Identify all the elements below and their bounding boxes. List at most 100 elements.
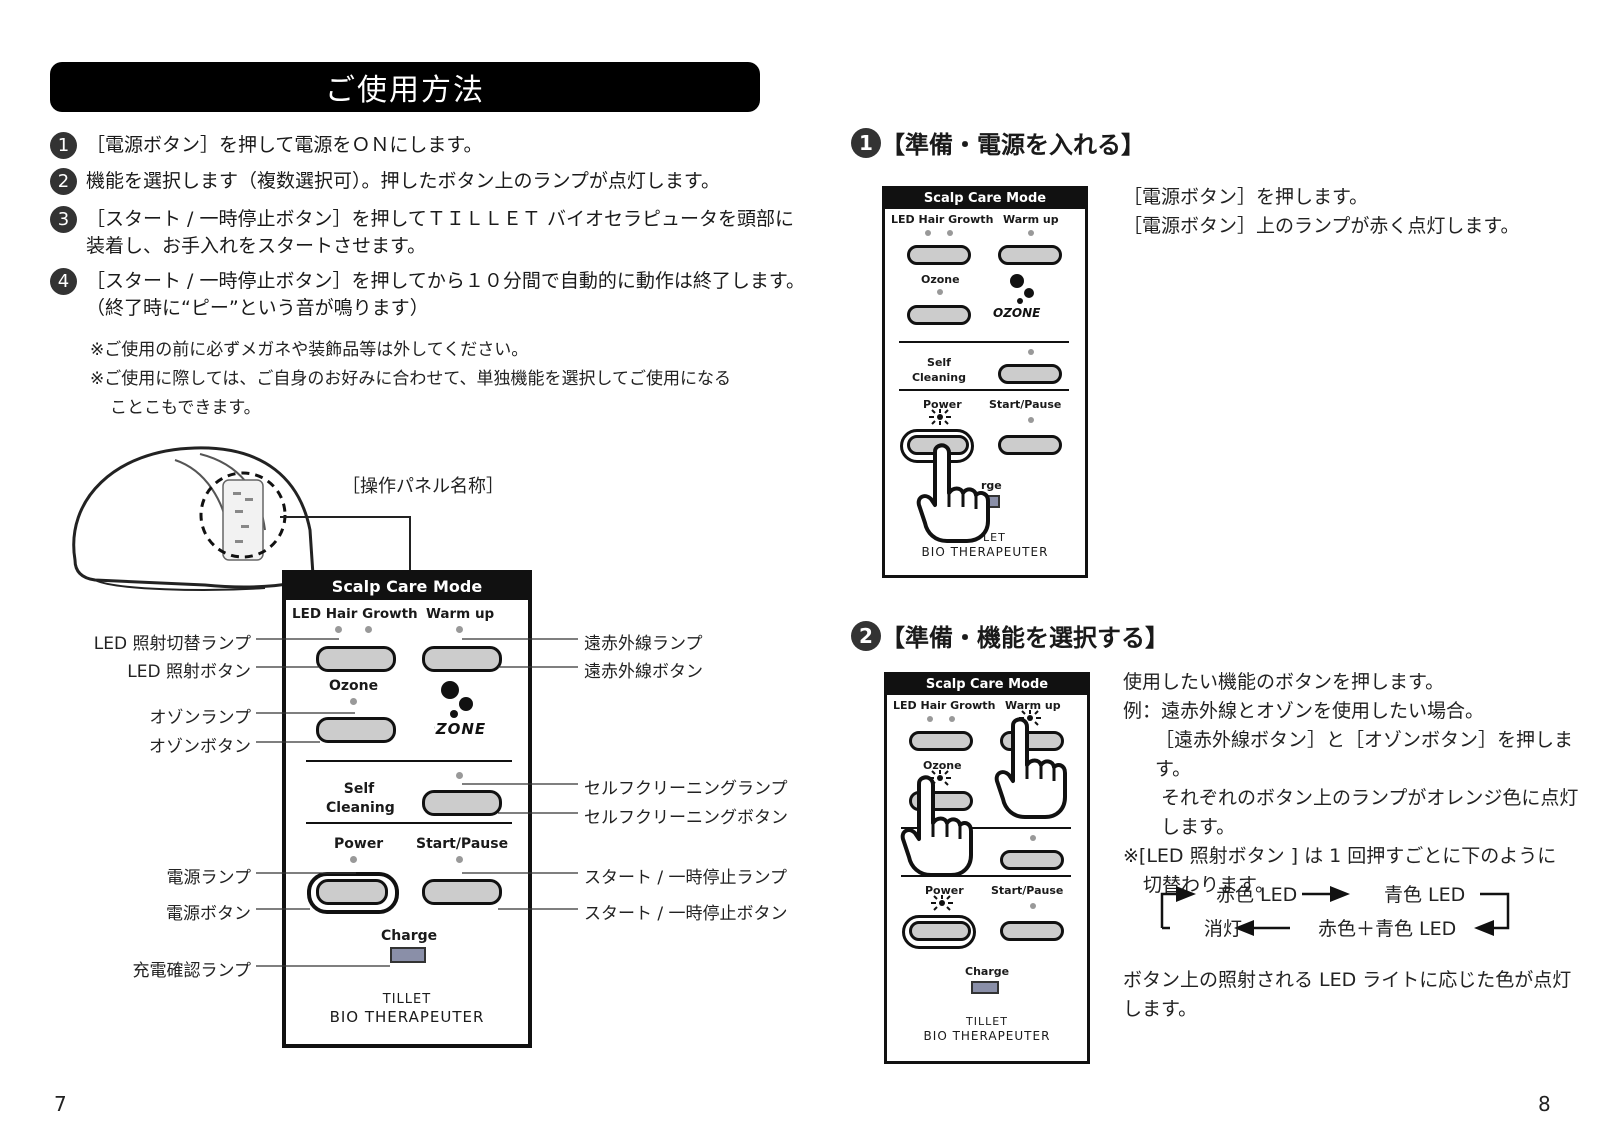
ozone-lamp <box>937 289 943 295</box>
step-text: ［電源ボタン］を押して電源をＯＮにします。 <box>86 134 483 156</box>
power-label: Power <box>925 884 964 897</box>
ozone-label: Ozone <box>921 273 960 286</box>
ozone-logo-icon: OZONE <box>993 274 1041 320</box>
led-hair-growth-label: LED Hair Growth <box>891 213 994 226</box>
start-pause-lamp <box>1030 903 1036 909</box>
cleaning-label: Cleaning <box>911 371 967 384</box>
label-power-button: 電源ボタン <box>166 904 251 924</box>
label-start-pause-lamp: スタート / 一時停止ランプ <box>584 868 788 888</box>
label-led-switch-lamp: LED 照射切替ランプ <box>93 634 251 654</box>
warm-up-label: Warm up <box>426 606 495 622</box>
label-warm-lamp: 遠赤外線ランプ <box>584 634 703 654</box>
ozone-logo-icon: OZONE <box>434 681 486 738</box>
footer-line: ボタン上の照射される LED ライトに応じた色が点灯 <box>1123 969 1572 991</box>
self-cleaning-lamp <box>456 772 463 779</box>
section-2-line: 切替わります。 <box>1143 874 1275 896</box>
divider <box>306 822 512 824</box>
led-lamp-blue <box>949 716 955 722</box>
power-button[interactable] <box>316 879 388 905</box>
power-label: Power <box>334 836 384 852</box>
start-pause-button[interactable] <box>422 879 502 905</box>
led-button[interactable] <box>909 731 973 751</box>
section-title: 【準備・電源を入れる】 <box>881 131 1145 159</box>
power-label: Power <box>923 398 962 411</box>
brand-tillet-partial: LET <box>983 531 1006 544</box>
charge-lamp <box>390 947 426 963</box>
brand-bio-therapeuter: BIO THERAPEUTER <box>921 545 1049 559</box>
power-button[interactable] <box>909 921 971 941</box>
start-pause-lamp <box>456 856 463 863</box>
footer-text: ボタン上の照射される LED ライトに応じた色が点灯 します。 <box>1123 966 1571 1024</box>
note-1: ※ご使用の前に必ずメガネや装飾品等は外してください。 <box>90 340 529 360</box>
section-2-line: します。 <box>1161 816 1236 838</box>
led-lamp-blue <box>365 626 372 633</box>
charge-label-partial: rge <box>981 479 1002 492</box>
step-number: 2 <box>50 168 77 195</box>
step-text-line: ［スタート / 一時停止ボタン］を押してＴＩＬＬＥＴ バイオセラピュータを頭部に <box>86 208 794 230</box>
section-2-line: 使用したい機能のボタンを押します。 <box>1123 671 1445 693</box>
lit-lamp-icon <box>931 895 953 911</box>
led-button[interactable] <box>316 646 396 672</box>
section-2-heading: 2 【準備・機能を選択する】 <box>851 618 1169 653</box>
label-start-pause-button: スタート / 一時停止ボタン <box>584 904 788 924</box>
ozone-button[interactable] <box>316 717 396 743</box>
label-self-cleaning-lamp: セルフクリーニングランプ <box>584 779 788 799</box>
brand-tillet: TILLET <box>966 1015 1008 1028</box>
section-1-text: ［電源ボタン］を押します。 ［電源ボタン］上のランプが赤く点灯します。 <box>1123 183 1520 241</box>
panel-caption: ［操作パネル名称］ <box>342 476 504 497</box>
control-panel: Scalp Care Mode LED Hair Growth Warm up … <box>282 570 532 1048</box>
self-cleaning-button[interactable] <box>998 364 1062 384</box>
warm-up-button[interactable] <box>422 646 502 672</box>
note-3: ことこもできます。 <box>110 398 261 418</box>
self-cleaning-button[interactable] <box>422 790 502 816</box>
self-cleaning-lamp <box>1030 835 1036 841</box>
label-power-lamp: 電源ランプ <box>166 868 252 888</box>
divider <box>899 389 1069 391</box>
ozone-lamp <box>350 698 357 705</box>
step-3: 3 ［スタート / 一時停止ボタン］を押してＴＩＬＬＥＴ バイオセラピュータを頭… <box>50 206 794 260</box>
ozone-label: Ozone <box>329 678 379 694</box>
step-text-line: （終了時に“ピー”という音が鳴ります） <box>86 297 429 319</box>
brand-bio-therapeuter: BIO THERAPEUTER <box>923 1029 1051 1043</box>
section-1-line: ［電源ボタン］を押します。 <box>1123 186 1369 208</box>
led-cycle-diagram <box>1160 886 1510 936</box>
divider <box>901 827 1071 829</box>
label-charge-lamp: 充電確認ランプ <box>132 961 252 981</box>
led-hair-growth-label: LED Hair Growth <box>893 699 996 712</box>
step-text-line: 装着し、お手入れをスタートさせます。 <box>86 235 427 257</box>
panel-header: Scalp Care Mode <box>286 574 528 600</box>
charge-label: Charge <box>381 928 438 944</box>
panel-header: Scalp Care Mode <box>885 189 1085 209</box>
label-self-cleaning-button: セルフクリーニングボタン <box>584 808 788 828</box>
divider <box>901 875 1071 877</box>
brand-tillet: TILLET <box>382 992 432 1007</box>
cycle-red-led: 赤色 LED <box>1216 884 1298 906</box>
pressing-finger-icon <box>916 443 990 543</box>
note-2: ※ご使用に際しては、ご自身のお好みに合わせて、単独機能を選択してご使用になる <box>90 369 732 389</box>
lit-lamp-icon <box>929 409 951 425</box>
section-title: 【準備・機能を選択する】 <box>881 624 1169 652</box>
cycle-off: 消灯 <box>1204 918 1243 940</box>
label-ozone-lamp: オゾンランプ <box>149 708 252 728</box>
divider <box>899 341 1069 343</box>
start-pause-label: Start/Pause <box>991 884 1064 897</box>
start-pause-label: Start/Pause <box>416 836 509 852</box>
ozone-logo-text: OZONE <box>434 720 486 738</box>
self-cleaning-button[interactable] <box>1000 850 1064 870</box>
warm-up-lamp <box>1028 230 1034 236</box>
start-pause-button[interactable] <box>998 435 1062 455</box>
warm-up-button[interactable] <box>998 245 1062 265</box>
page-title: ご使用方法 <box>50 62 760 112</box>
section-2-text: 使用したい機能のボタンを押します。 例：遠赤外線とオゾンを使用したい場合。 ［遠… <box>1123 668 1603 900</box>
self-label: Self <box>343 781 375 797</box>
ozone-label: Ozone <box>923 759 962 772</box>
ozone-button[interactable] <box>907 305 971 325</box>
pressing-finger-icon <box>900 775 973 877</box>
step-number: 4 <box>50 268 77 295</box>
start-pause-button[interactable] <box>1000 921 1064 941</box>
led-button[interactable] <box>907 245 971 265</box>
start-pause-label: Start/Pause <box>989 398 1062 411</box>
page-number-right: 8 <box>1538 1092 1551 1116</box>
